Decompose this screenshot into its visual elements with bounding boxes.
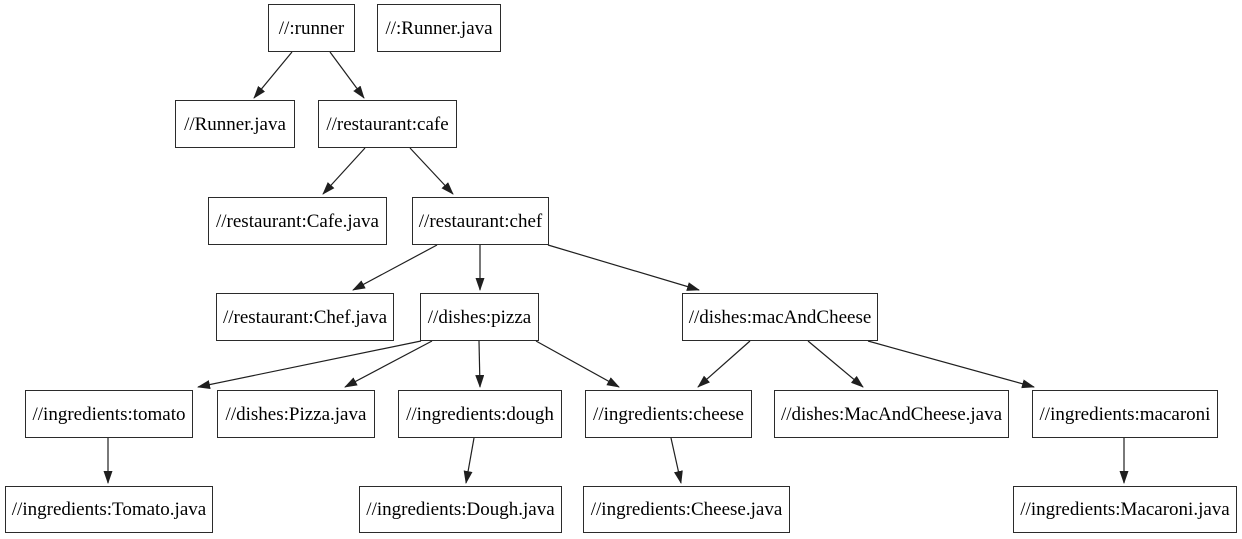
- edge-runner-to-runner-java: [253, 51, 293, 99]
- node-label: //restaurant:Chef.java: [222, 306, 388, 328]
- edge-mac-and-cheese-to-cheese: [697, 340, 751, 388]
- node-label: //ingredients:tomato: [32, 403, 186, 425]
- graph-node-dough-java: //ingredients:Dough.java: [359, 486, 562, 533]
- graph-node-macaroni-java: //ingredients:Macaroni.java: [1013, 486, 1237, 533]
- edge-mac-and-cheese-to-mac-and-cheese-java: [807, 340, 864, 388]
- node-label: //ingredients:macaroni: [1039, 403, 1211, 425]
- node-label: //dishes:macAndCheese: [688, 306, 872, 328]
- node-label: //ingredients:Macaroni.java: [1020, 499, 1230, 520]
- node-label: //dishes:Pizza.java: [225, 403, 367, 425]
- edge-dough-to-dough-java: [463, 437, 475, 484]
- graph-node-chef-java: //restaurant:Chef.java: [216, 293, 394, 341]
- node-label: //restaurant:Cafe.java: [215, 210, 379, 232]
- graph-node-runner-java-src: //:Runner.java: [377, 4, 501, 52]
- node-label: //dishes:pizza: [427, 306, 532, 328]
- node-label: //ingredients:cheese: [593, 403, 744, 425]
- graph-node-cafe-java: //restaurant:Cafe.java: [208, 197, 387, 245]
- node-label: //ingredients:dough: [406, 403, 554, 425]
- edge-chef-to-chef-java: [352, 244, 438, 291]
- node-label: //restaurant:chef: [418, 210, 543, 232]
- graph-node-tomato-java: //ingredients:Tomato.java: [5, 486, 213, 533]
- node-label: //Runner.java: [184, 113, 286, 135]
- node-label: //ingredients:Cheese.java: [590, 499, 783, 520]
- graph-node-pizza: //dishes:pizza: [420, 293, 539, 341]
- graph-node-pizza-java: //dishes:Pizza.java: [217, 390, 375, 438]
- graph-node-cafe: //restaurant:cafe: [318, 100, 457, 148]
- node-label: //dishes:MacAndCheese.java: [780, 403, 1003, 425]
- graph-node-cheese-java: //ingredients:Cheese.java: [583, 486, 790, 533]
- node-label: //ingredients:Tomato.java: [11, 499, 207, 520]
- edge-mac-and-cheese-to-macaroni: [867, 340, 1035, 389]
- edge-cheese-to-cheese-java: [670, 437, 683, 484]
- edge-cafe-to-cafe-java: [322, 147, 366, 195]
- edge-cafe-to-chef: [409, 147, 454, 195]
- edge-pizza-to-pizza-java: [344, 340, 433, 388]
- graph-node-chef: //restaurant:chef: [412, 197, 549, 245]
- node-label: //ingredients:Dough.java: [366, 499, 555, 520]
- graph-node-tomato: //ingredients:tomato: [25, 390, 193, 438]
- graph-node-runner: //:runner: [268, 4, 355, 52]
- edge-pizza-to-dough: [475, 340, 485, 388]
- graph-node-runner-java: //Runner.java: [175, 100, 295, 148]
- node-label: //:Runner.java: [385, 17, 493, 39]
- graph-node-cheese: //ingredients:cheese: [585, 390, 752, 438]
- node-label: //:runner: [278, 17, 345, 39]
- node-label: //restaurant:cafe: [326, 113, 449, 135]
- edge-chef-to-mac-and-cheese: [547, 244, 700, 291]
- graph-node-mac-and-cheese: //dishes:macAndCheese: [682, 293, 878, 341]
- graph-node-dough: //ingredients:dough: [398, 390, 562, 438]
- edge-runner-to-cafe: [329, 51, 365, 99]
- graph-node-mac-and-cheese-java: //dishes:MacAndCheese.java: [774, 390, 1009, 438]
- edge-pizza-to-cheese: [535, 340, 620, 388]
- edge-pizza-to-tomato: [197, 340, 422, 389]
- graph-node-macaroni: //ingredients:macaroni: [1032, 390, 1218, 438]
